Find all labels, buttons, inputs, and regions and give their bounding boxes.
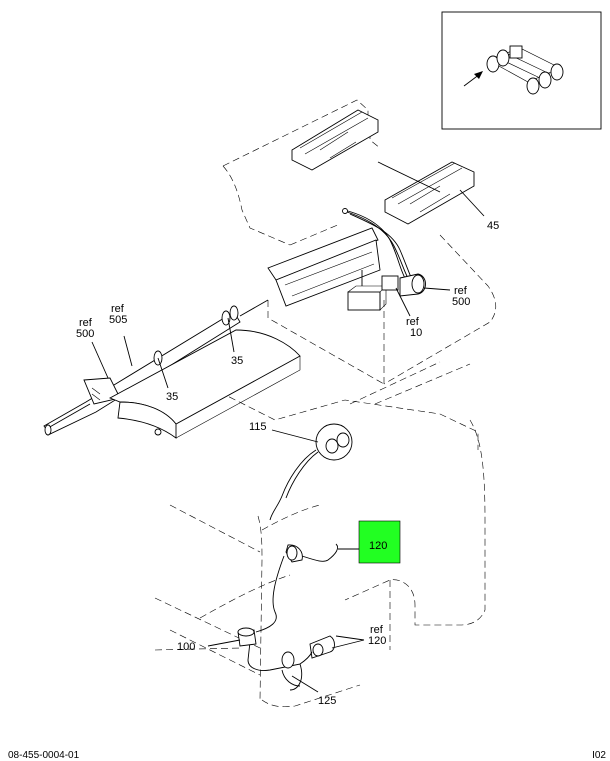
callout-ref505: ref	[111, 303, 125, 315]
left-step	[108, 329, 301, 439]
connector-group	[347, 270, 426, 311]
leader-lines	[91, 189, 485, 693]
callout-35-a: 35	[231, 355, 243, 367]
callout-ref500-top-num: 500	[452, 296, 470, 308]
drawing-number: 08-455-0004-01	[8, 750, 80, 761]
callout-ref500-left: ref	[79, 317, 93, 329]
lower-harness	[237, 543, 339, 691]
callout-100: 100	[177, 641, 195, 653]
callout-ref10: ref	[406, 316, 420, 328]
crossmember-brackets	[291, 109, 475, 225]
callout-ref120: ref	[370, 624, 384, 636]
callout-120-highlight: 120	[369, 540, 387, 552]
callout-ref10-num: 10	[410, 327, 422, 339]
callout-ref505-num: 505	[109, 314, 127, 326]
sheet-code: I02	[592, 750, 606, 761]
locator-inset	[441, 11, 602, 130]
highlight-box-120	[358, 520, 401, 564]
callout-ref500-left-num: 500	[76, 328, 94, 340]
callout-115: 115	[249, 421, 267, 433]
chassis-thumbnail	[486, 45, 564, 95]
lamp-assembly-115	[269, 423, 353, 521]
callout-ref120-num: 120	[368, 635, 386, 647]
locator-arrow	[463, 71, 483, 87]
callout-125: 125	[318, 695, 336, 707]
callout-ref500-top: ref	[454, 285, 468, 297]
callout-35-b: 35	[166, 391, 178, 403]
callout-45: 45	[487, 220, 499, 232]
callout-labels: 45 ref 500 ref 10 ref 500 ref 505 35 35 …	[76, 220, 499, 707]
harness-channel	[267, 208, 415, 307]
